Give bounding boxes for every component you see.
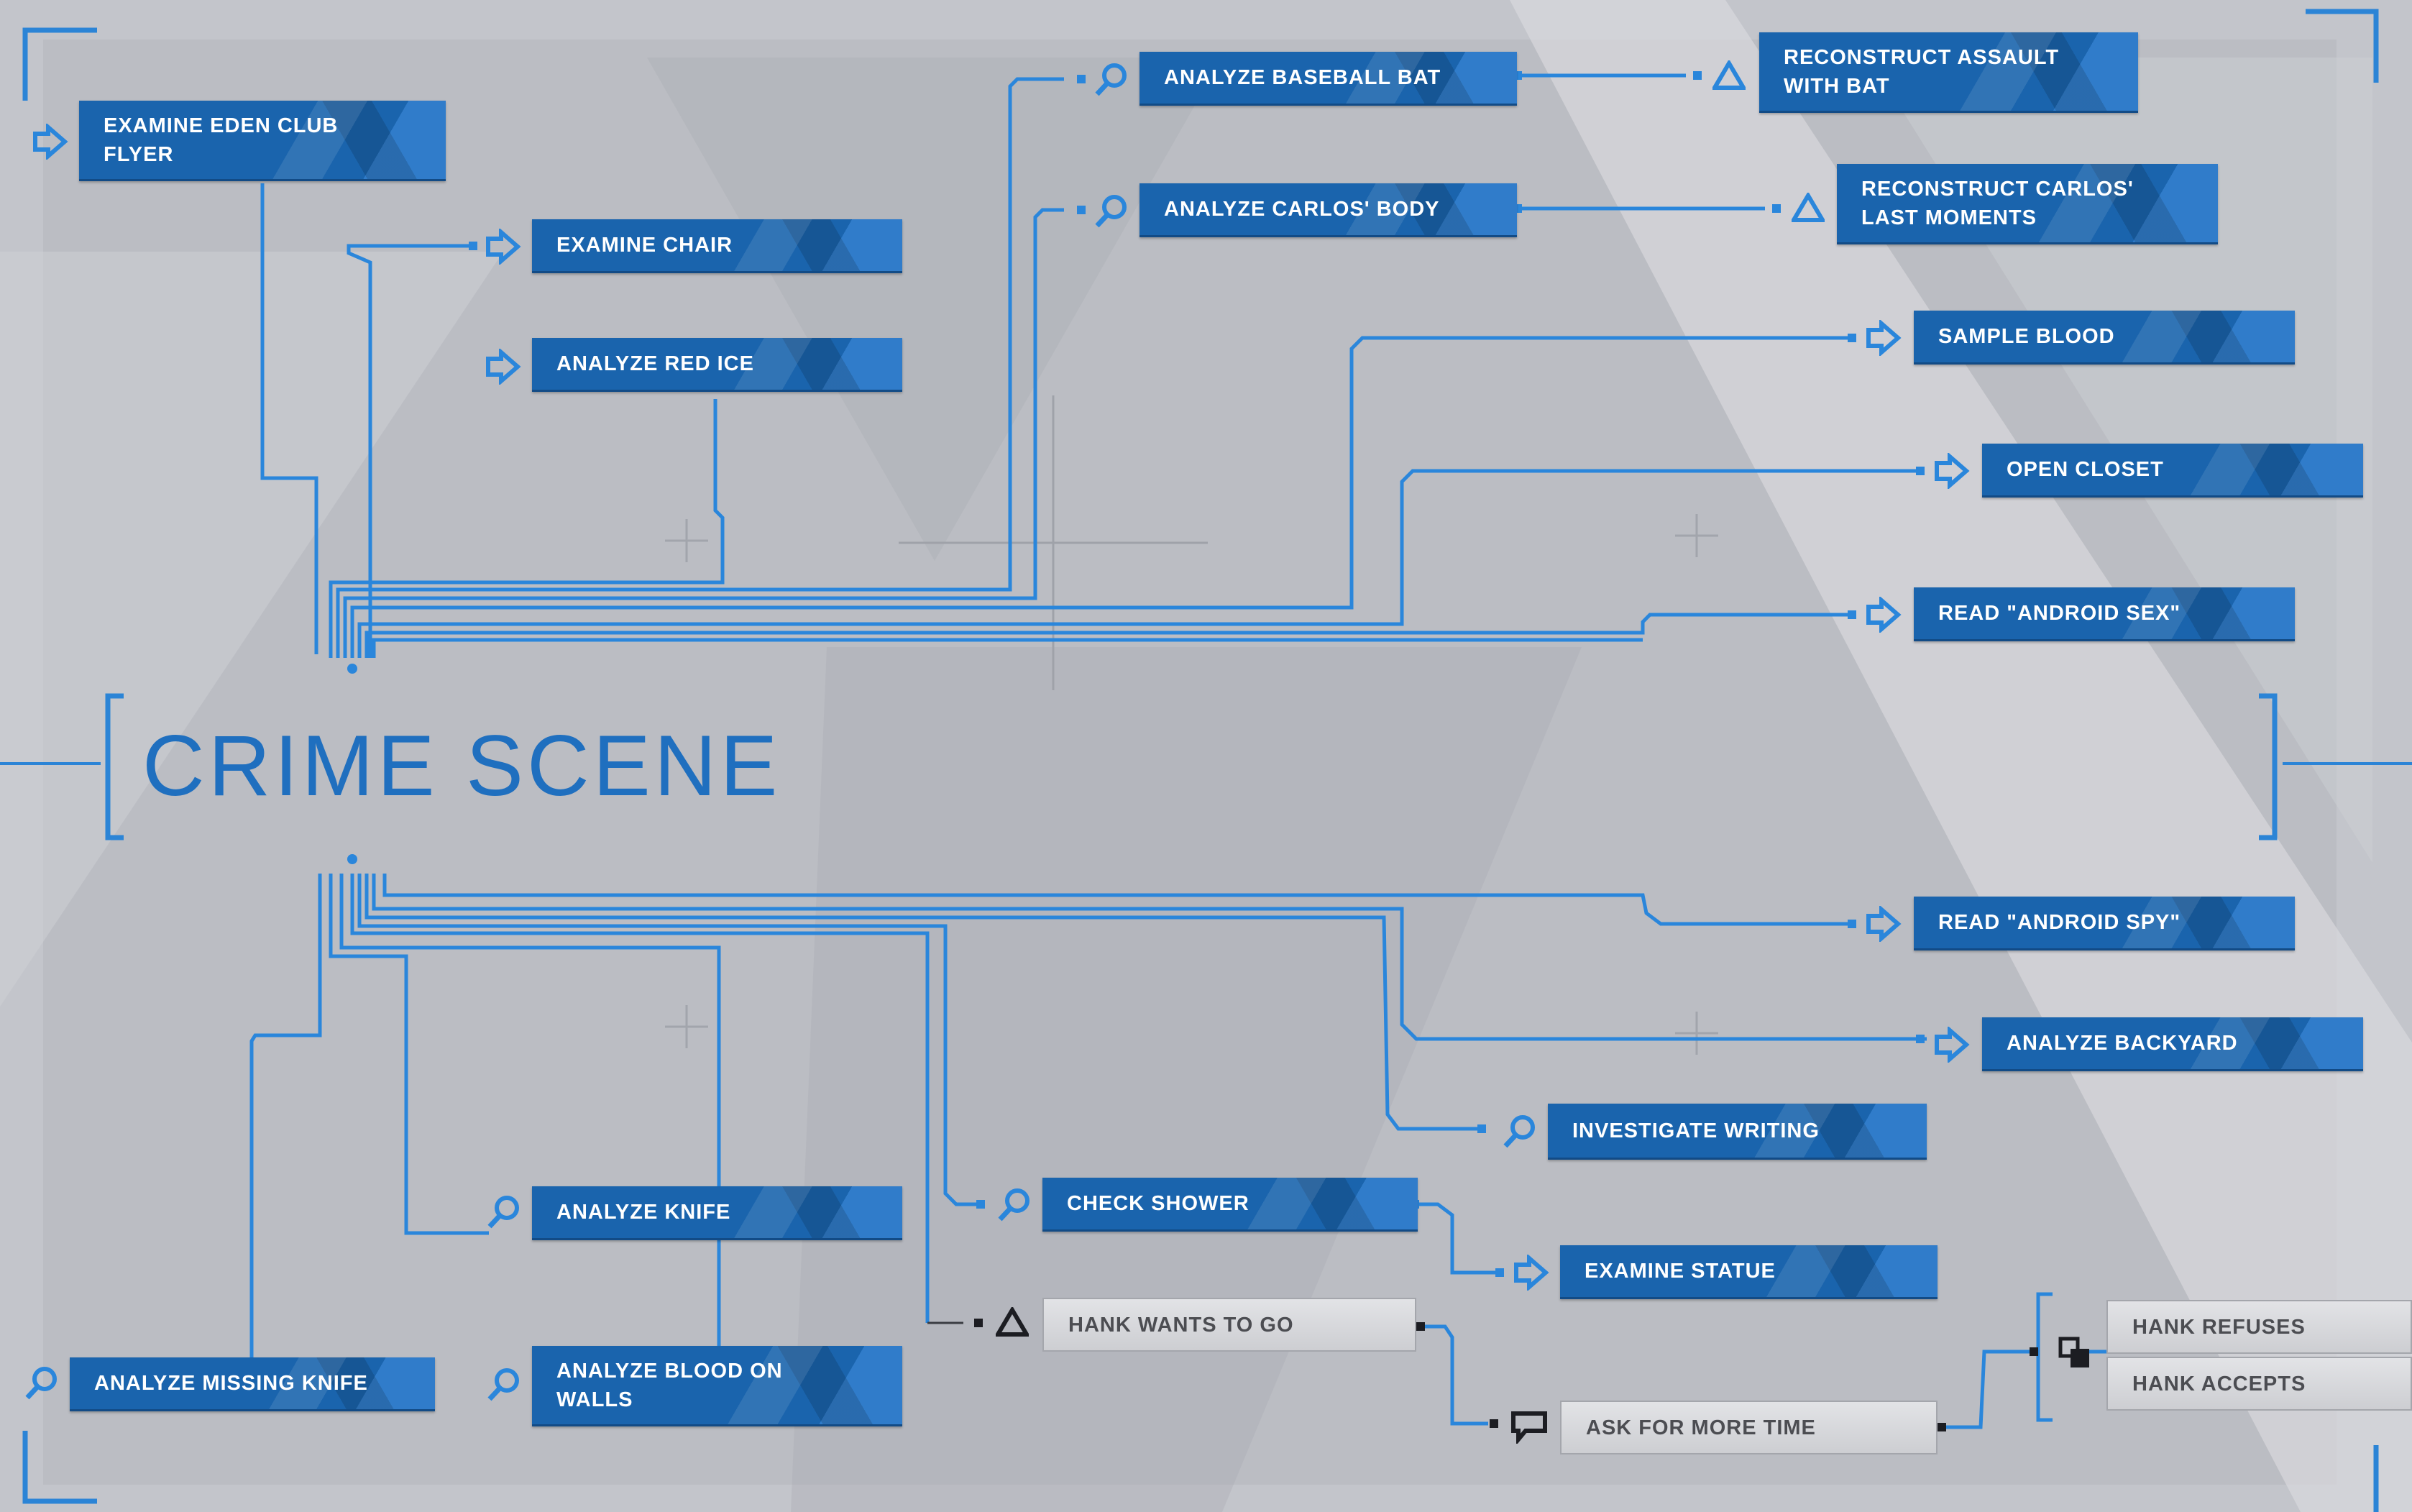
overlapping-squares-icon	[2058, 1337, 2089, 1367]
node-analyze-baseball-bat[interactable]: ANALYZE BASEBALL BAT	[1139, 52, 1517, 106]
speech-bubble-icon	[1511, 1411, 1547, 1444]
magnifier-icon	[1503, 1115, 1535, 1148]
crime-scene-title: CRIME SCENE	[142, 718, 781, 814]
node-analyze-carlos-body[interactable]: ANALYZE CARLOS' BODY	[1139, 183, 1517, 237]
arrow-right-icon	[1935, 1027, 1970, 1063]
arrow-right-icon	[1866, 320, 1902, 356]
arrow-right-icon	[1935, 453, 1970, 489]
node-investigate-writing[interactable]: INVESTIGATE WRITING	[1548, 1104, 1927, 1160]
node-read-android-sex[interactable]: READ "ANDROID SEX"	[1914, 587, 2295, 641]
arrow-right-icon	[1866, 597, 1902, 633]
magnifier-icon	[487, 1196, 519, 1229]
node-reconstruct-carlos-last-moments[interactable]: RECONSTRUCT CARLOS' LAST MOMENTS	[1837, 164, 2218, 244]
node-label: READ "ANDROID SPY"	[1938, 911, 2181, 934]
node-analyze-knife[interactable]: ANALYZE KNIFE	[532, 1186, 902, 1240]
node-hank-wants-to-go: HANK WANTS TO GO	[1042, 1298, 1416, 1352]
node-analyze-backyard[interactable]: ANALYZE BACKYARD	[1982, 1017, 2363, 1071]
node-label: RECONSTRUCT ASSAULT WITH BAT	[1784, 45, 2060, 98]
node-analyze-missing-knife[interactable]: ANALYZE MISSING KNIFE	[70, 1357, 435, 1411]
node-label: HANK REFUSES	[2132, 1315, 2306, 1339]
node-label: ANALYZE BACKYARD	[2007, 1032, 2238, 1055]
node-check-shower[interactable]: CHECK SHOWER	[1042, 1178, 1418, 1232]
arrow-right-icon	[33, 124, 68, 160]
node-label: RECONSTRUCT CARLOS' LAST MOMENTS	[1861, 177, 2134, 229]
node-label: ASK FOR MORE TIME	[1586, 1416, 1816, 1439]
magnifier-icon	[998, 1188, 1030, 1222]
node-label: HANK ACCEPTS	[2132, 1372, 2306, 1396]
node-label: ANALYZE KNIFE	[556, 1201, 731, 1224]
node-label: ANALYZE RED ICE	[556, 352, 754, 375]
node-label: ANALYZE CARLOS' BODY	[1164, 198, 1440, 221]
node-label: CHECK SHOWER	[1067, 1192, 1249, 1215]
node-label: EXAMINE CHAIR	[556, 234, 733, 257]
triangle-icon	[996, 1307, 1029, 1337]
node-label: EXAMINE EDEN CLUB FLYER	[104, 114, 339, 166]
node-examine-eden-club-flyer[interactable]: EXAMINE EDEN CLUB FLYER	[79, 101, 446, 181]
node-label: ANALYZE BASEBALL BAT	[1164, 66, 1441, 89]
magnifier-icon	[1095, 63, 1127, 96]
node-label: INVESTIGATE WRITING	[1572, 1119, 1820, 1142]
node-label: READ "ANDROID SEX"	[1938, 602, 2181, 625]
node-open-closet[interactable]: OPEN CLOSET	[1982, 444, 2363, 498]
triangle-icon	[1792, 193, 1825, 222]
arrow-right-icon	[1866, 906, 1902, 942]
node-analyze-red-ice[interactable]: ANALYZE RED ICE	[532, 338, 902, 392]
magnifier-icon	[487, 1368, 519, 1401]
node-examine-statue[interactable]: EXAMINE STATUE	[1560, 1245, 1938, 1299]
node-hank-accepts: HANK ACCEPTS	[2106, 1357, 2412, 1411]
node-label: EXAMINE STATUE	[1585, 1260, 1776, 1283]
node-read-android-spy[interactable]: READ "ANDROID SPY"	[1914, 897, 2295, 950]
node-label: SAMPLE BLOOD	[1938, 325, 2115, 348]
node-ask-for-more-time: ASK FOR MORE TIME	[1560, 1401, 1938, 1454]
node-examine-chair[interactable]: EXAMINE CHAIR	[532, 219, 902, 273]
magnifier-icon	[1095, 195, 1127, 228]
node-hank-refuses: HANK REFUSES	[2106, 1300, 2412, 1354]
arrow-right-icon	[486, 229, 521, 265]
node-label: ANALYZE BLOOD ON WALLS	[556, 1359, 783, 1411]
magnifier-icon	[25, 1367, 57, 1400]
node-label: HANK WANTS TO GO	[1068, 1313, 1294, 1337]
node-analyze-blood-on-walls[interactable]: ANALYZE BLOOD ON WALLS	[532, 1346, 902, 1426]
node-label: ANALYZE MISSING KNIFE	[94, 1372, 368, 1395]
node-label: OPEN CLOSET	[2007, 458, 2164, 481]
node-sample-blood[interactable]: SAMPLE BLOOD	[1914, 311, 2295, 365]
triangle-icon	[1712, 60, 1746, 90]
node-reconstruct-assault-with-bat[interactable]: RECONSTRUCT ASSAULT WITH BAT	[1759, 32, 2138, 113]
arrow-right-icon	[486, 349, 521, 385]
arrow-right-icon	[1514, 1255, 1549, 1291]
